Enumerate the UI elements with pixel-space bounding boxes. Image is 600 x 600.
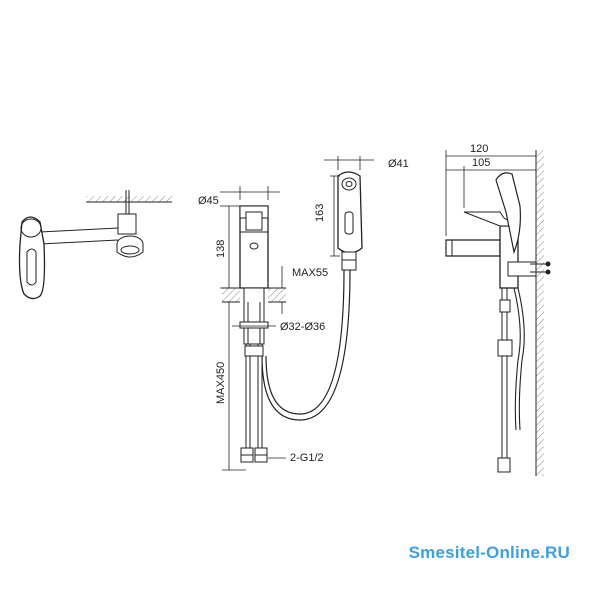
side-view [445,150,551,476]
dim-max-counter: MAX55 [292,267,328,279]
dim-max-hose: MAX450 [215,362,227,404]
front-dimensions [220,156,374,471]
dim-connection: 2-G1/2 [290,452,324,464]
dim-head-diameter: Ø41 [388,158,409,170]
side-dimensions [445,150,536,236]
dim-hose-to-head: 163 [314,204,326,222]
dim-depth-total: 120 [470,143,488,155]
watermark: Smesitel-Online.RU [408,543,570,562]
dim-body-height: 138 [215,240,227,258]
dim-hole-diameter: Ø32-Ø36 [280,321,325,333]
dim-body-diameter: Ø45 [198,195,219,207]
top-view [18,190,172,300]
front-view [222,171,363,463]
dim-depth-spout: 105 [472,157,490,169]
